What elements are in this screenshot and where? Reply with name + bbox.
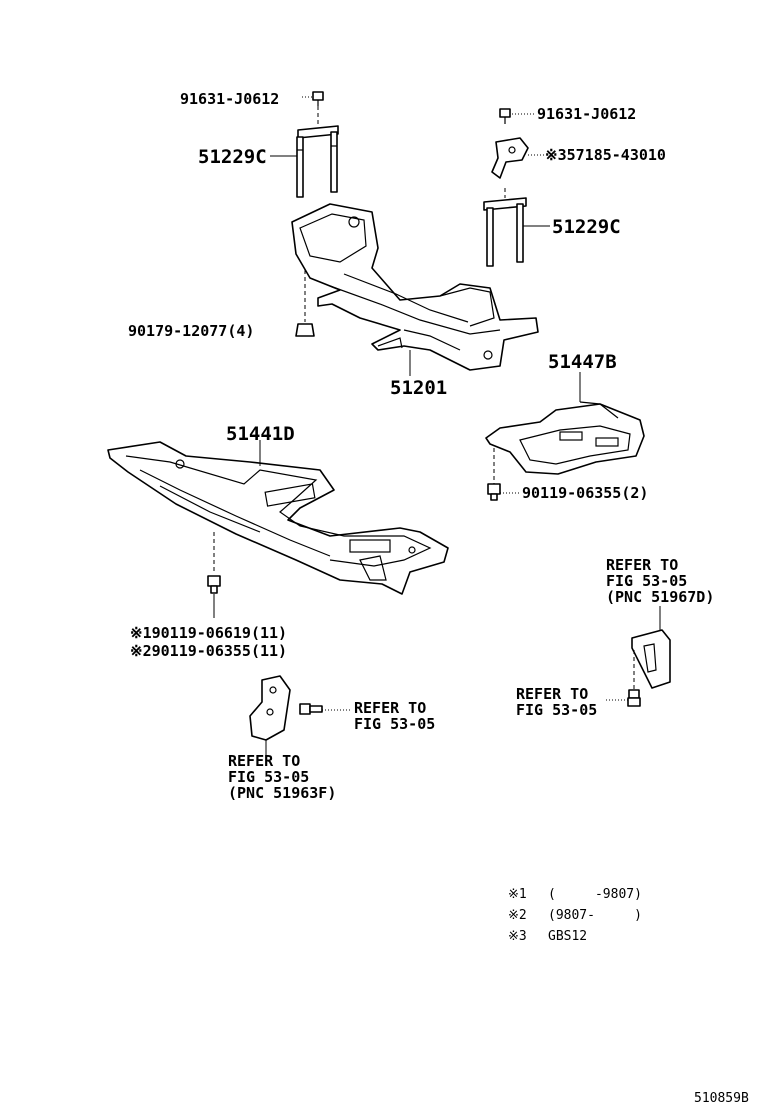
stud-right <box>483 188 527 267</box>
label-refer-bottom-2: FIG 53-05 <box>228 768 309 786</box>
label-refer-right-2: FIG 53-05 <box>606 572 687 590</box>
bolt-top-left <box>302 91 324 124</box>
label-refer-mid-2: FIG 53-05 <box>354 715 435 733</box>
label-screw-main-2: ※290119-06355(11) <box>130 642 287 660</box>
note-2-mark: ※2 <box>508 908 527 923</box>
label-stud-left: 51229C <box>198 146 267 168</box>
screw-main <box>207 575 221 594</box>
note-2-text: (9807- ) <box>548 908 642 923</box>
notes: ※1 ( -9807) ※2 (9807- ) ※3 GBS12 <box>508 887 642 944</box>
figure-id: 510859B <box>694 1091 749 1106</box>
label-bracket: ※357185-43010 <box>545 146 666 164</box>
note-1-mark: ※1 <box>508 887 527 902</box>
label-nut: 90179-12077(4) <box>128 322 254 340</box>
bracket-right <box>631 629 671 689</box>
label-bolt-top-left: 91631-J0612 <box>180 90 279 108</box>
label-refer-right-1: REFER TO <box>606 556 678 574</box>
note-3-text: GBS12 <box>548 929 587 944</box>
label-cover-right: 51447B <box>548 351 617 373</box>
cover-main <box>107 441 449 595</box>
bolt-top-right <box>499 108 536 124</box>
label-refer-right-low-2: FIG 53-05 <box>516 701 597 719</box>
label-cover-main: 51441D <box>226 423 295 445</box>
cover-right <box>485 401 645 475</box>
label-refer-mid-1: REFER TO <box>354 699 426 717</box>
label-refer-right-3: (PNC 51967D) <box>606 588 714 606</box>
bracket-small <box>491 137 529 179</box>
label-screw-main-1: ※190119-06619(11) <box>130 624 287 642</box>
note-3-mark: ※3 <box>508 929 527 944</box>
nut <box>295 323 315 337</box>
crossmember <box>291 203 539 371</box>
screw-right <box>487 483 501 501</box>
label-refer-bottom-1: REFER TO <box>228 752 300 770</box>
label-screw-right: 90119-06355(2) <box>522 484 648 502</box>
label-stud-right: 51229C <box>552 216 621 238</box>
label-crossmember: 51201 <box>390 377 447 399</box>
bracket-lower-mid <box>249 675 291 741</box>
bolt-right <box>627 689 641 707</box>
label-refer-right-low-1: REFER TO <box>516 685 588 703</box>
label-refer-bottom-3: (PNC 51963F) <box>228 784 336 802</box>
note-1-text: ( -9807) <box>548 887 642 902</box>
label-bolt-top-right: 91631-J0612 <box>537 105 636 123</box>
bolt-lower-mid <box>299 703 323 715</box>
stud-left <box>296 125 339 198</box>
